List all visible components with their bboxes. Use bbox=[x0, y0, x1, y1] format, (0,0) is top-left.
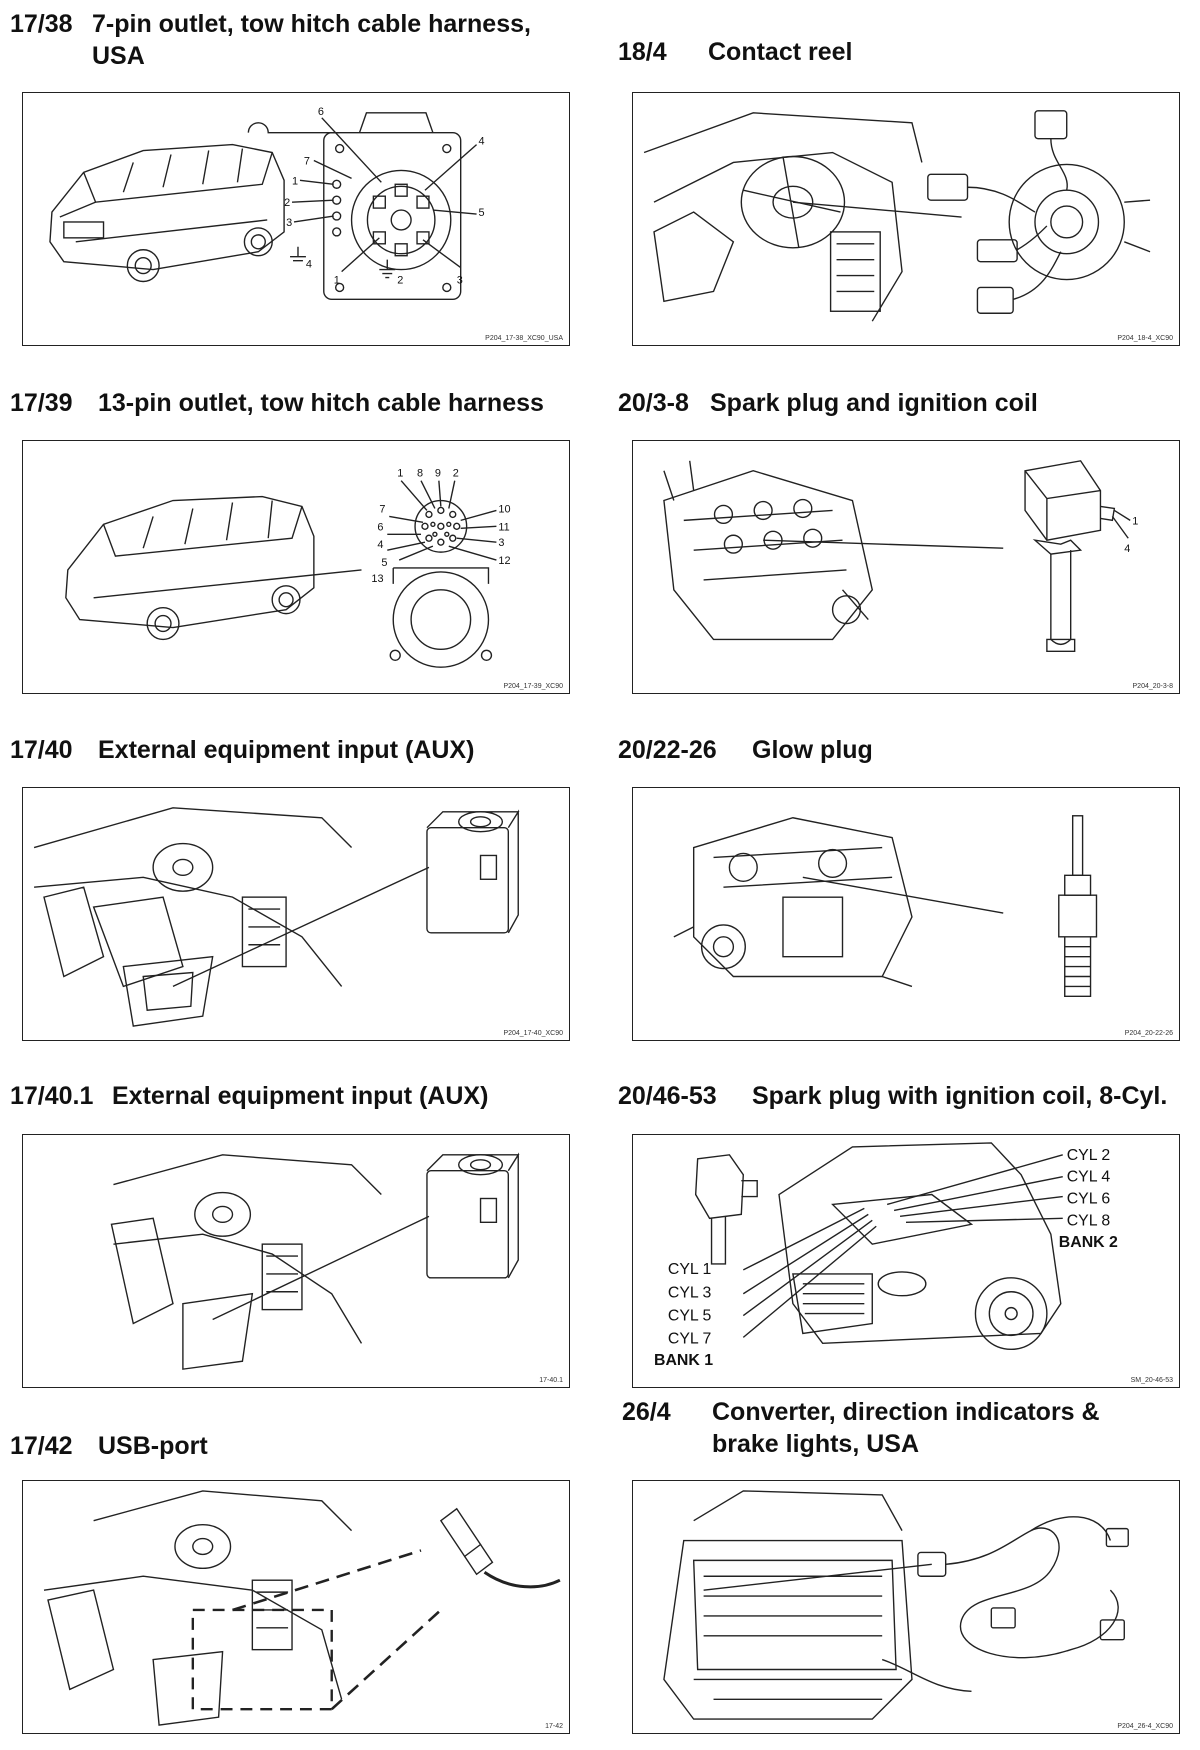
item-title: Converter, direction indicators & bbox=[712, 1398, 1100, 1426]
pin-label: 6 bbox=[318, 106, 324, 118]
item-number: 17/42 bbox=[10, 1432, 73, 1460]
figure-17-39: 1 8 9 2 7 6 4 5 13 10 11 3 12 P204_17-39… bbox=[22, 440, 570, 694]
pin-label: 9 bbox=[435, 468, 441, 480]
pin-label: 3 bbox=[286, 217, 292, 229]
figure-ref: 17-42 bbox=[545, 1723, 563, 1730]
cyl-label: CYL 1 bbox=[668, 1261, 712, 1278]
figure-17-40-1: 17-40.1 bbox=[22, 1134, 570, 1388]
converter-drawing bbox=[663, 1490, 1129, 1720]
figure-18-4: P204_18-4_XC90 bbox=[632, 92, 1180, 346]
item-title-line2: brake lights, USA bbox=[712, 1430, 919, 1458]
item-number: 18/4 bbox=[618, 38, 667, 66]
spark-plug-coil-drawing: 1 4 bbox=[663, 460, 1138, 653]
item-number: 20/3-8 bbox=[618, 389, 689, 417]
item-number: 17/40 bbox=[10, 736, 73, 764]
pin-label: 4 bbox=[1124, 543, 1130, 555]
pin-label: 4 bbox=[306, 259, 312, 271]
cyl-label: CYL 6 bbox=[1067, 1190, 1111, 1207]
pin-label: 5 bbox=[479, 207, 485, 219]
glow-plug-drawing bbox=[673, 815, 1098, 998]
cyl-label: CYL 2 bbox=[1067, 1147, 1111, 1164]
figure-ref: P204_26-4_XC90 bbox=[1117, 1723, 1173, 1730]
contact-reel-drawing bbox=[643, 110, 1151, 322]
bank-label: BANK 2 bbox=[1059, 1234, 1118, 1251]
bank-label: BANK 1 bbox=[654, 1352, 713, 1369]
aux-input-drawing bbox=[33, 807, 520, 1027]
item-title: Spark plug and ignition coil bbox=[710, 389, 1038, 417]
cyl-label: CYL 8 bbox=[1067, 1212, 1111, 1229]
heading-17-40: 17/40 External equipment input (AUX) bbox=[10, 734, 474, 766]
cyl-label: CYL 4 bbox=[1067, 1169, 1111, 1186]
item-number: 17/40.1 bbox=[10, 1082, 94, 1110]
figure-ref: P204_20-22-26 bbox=[1124, 1030, 1173, 1037]
pin-label: 4 bbox=[479, 136, 485, 148]
item-title-line2: USA bbox=[92, 42, 145, 70]
figure-ref: P204_17-40_XC90 bbox=[503, 1030, 563, 1037]
item-title: Spark plug with ignition coil, 8-Cyl. bbox=[752, 1082, 1168, 1110]
figure-17-40: P204_17-40_XC90 bbox=[22, 787, 570, 1041]
pin-label: 2 bbox=[284, 197, 290, 209]
pin-label: 1 bbox=[397, 468, 403, 480]
figure-20-3-8: 1 4 P204_20-3-8 bbox=[632, 440, 1180, 694]
heading-20-46-53: 20/46-53 Spark plug with ignition coil, 8… bbox=[618, 1080, 1167, 1112]
item-title: Glow plug bbox=[752, 736, 873, 764]
heading-18-4: 18/4 Contact reel bbox=[618, 36, 852, 68]
pin-label: 1 bbox=[292, 175, 298, 187]
cyl-label: CYL 3 bbox=[668, 1285, 712, 1302]
figure-ref: P204_17-39_XC90 bbox=[503, 683, 563, 690]
item-number: 17/39 bbox=[10, 389, 73, 417]
heading-26-4: 26/4 Converter, direction indicators & br… bbox=[622, 1396, 1100, 1460]
usb-port-drawing bbox=[43, 1490, 561, 1726]
pin-label: 7 bbox=[379, 503, 385, 515]
pin-label: 3 bbox=[498, 537, 504, 549]
pin-label: 2 bbox=[453, 468, 459, 480]
item-title: 13-pin outlet, tow hitch cable harness bbox=[98, 389, 544, 417]
pin-label: 3 bbox=[457, 274, 463, 286]
pin-label: 7 bbox=[304, 155, 310, 167]
pin-label: 6 bbox=[377, 521, 383, 533]
item-title: External equipment input (AUX) bbox=[98, 736, 475, 764]
item-title: Contact reel bbox=[708, 38, 853, 66]
eight-cyl-coil-drawing: CYL 2 CYL 4 CYL 6 CYL 8 BANK 2 CYL 1 CYL… bbox=[654, 1142, 1118, 1369]
pin-label: 11 bbox=[498, 521, 509, 533]
aux-input-drawing-2 bbox=[110, 1152, 520, 1370]
pin-label: 1 bbox=[334, 274, 340, 286]
item-number: 17/38 bbox=[10, 10, 73, 38]
item-number: 26/4 bbox=[622, 1398, 671, 1426]
figure-20-46-53: CYL 2 CYL 4 CYL 6 CYL 8 BANK 2 CYL 1 CYL… bbox=[632, 1134, 1180, 1388]
figure-26-4: P204_26-4_XC90 bbox=[632, 1480, 1180, 1734]
heading-20-3-8: 20/3-8 Spark plug and ignition coil bbox=[618, 387, 1038, 419]
heading-20-22-26: 20/22-26 Glow plug bbox=[618, 734, 873, 766]
item-title: 7-pin outlet, tow hitch cable harness, bbox=[92, 10, 531, 38]
pin-label: 13 bbox=[371, 573, 383, 585]
pin-label: 8 bbox=[417, 468, 423, 480]
pin-label: 5 bbox=[381, 557, 387, 569]
figure-17-42: 17-42 bbox=[22, 1480, 570, 1734]
cyl-label: CYL 5 bbox=[668, 1308, 712, 1325]
car-and-13pin-drawing: 1 8 9 2 7 6 4 5 13 10 11 3 12 bbox=[65, 468, 511, 668]
pin-label: 4 bbox=[377, 539, 383, 551]
item-number: 20/22-26 bbox=[618, 736, 717, 764]
item-title: External equipment input (AUX) bbox=[112, 1082, 489, 1110]
heading-17-40-1: 17/40.1 External equipment input (AUX) bbox=[10, 1080, 488, 1112]
figure-ref: SM_20-46-53 bbox=[1130, 1377, 1173, 1384]
figure-ref: P204_18-4_XC90 bbox=[1117, 335, 1173, 342]
heading-17-38: 17/38 7-pin outlet, tow hitch cable harne… bbox=[10, 8, 531, 72]
figure-ref: P204_17-38_XC90_USA bbox=[485, 335, 563, 342]
pin-label: 10 bbox=[498, 503, 510, 515]
car-and-7pin-drawing: 6 7 1 2 3 4 5 4 1 2 3 bbox=[49, 106, 485, 301]
pin-label: 12 bbox=[498, 555, 510, 567]
pin-label: 1 bbox=[1132, 515, 1138, 527]
figure-ref: P204_20-3-8 bbox=[1132, 683, 1173, 690]
item-number: 20/46-53 bbox=[618, 1082, 717, 1110]
figure-17-38: 6 7 1 2 3 4 5 4 1 2 3 P204_17-38_XC90_US… bbox=[22, 92, 570, 346]
item-title: USB-port bbox=[98, 1432, 208, 1460]
heading-17-42: 17/42 USB-port bbox=[10, 1430, 208, 1462]
cyl-label: CYL 7 bbox=[668, 1330, 712, 1347]
heading-17-39: 17/39 13-pin outlet, tow hitch cable harn… bbox=[10, 387, 544, 419]
figure-20-22-26: P204_20-22-26 bbox=[632, 787, 1180, 1041]
pin-label: 2 bbox=[397, 274, 403, 286]
figure-ref: 17-40.1 bbox=[539, 1377, 563, 1384]
